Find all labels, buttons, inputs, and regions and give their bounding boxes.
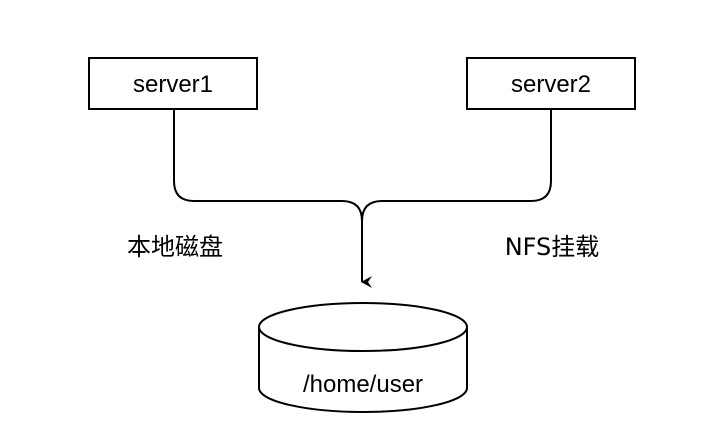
storage-node: /home/user	[258, 302, 468, 413]
connector-server2	[361, 109, 552, 222]
server1-node: server1	[88, 57, 258, 110]
connector-server1	[173, 109, 372, 288]
server2-node: server2	[466, 57, 636, 110]
server2-box	[466, 57, 636, 110]
server1-label: server1	[133, 71, 213, 98]
storage-label: /home/user	[303, 371, 423, 398]
storage-cylinder-top	[258, 302, 468, 352]
edge-label-nfs-mount: NFS挂载	[505, 233, 600, 261]
server1-box	[88, 57, 258, 110]
server2-label: server2	[511, 71, 591, 98]
edge-label-local-disk: 本地磁盘	[127, 233, 223, 261]
